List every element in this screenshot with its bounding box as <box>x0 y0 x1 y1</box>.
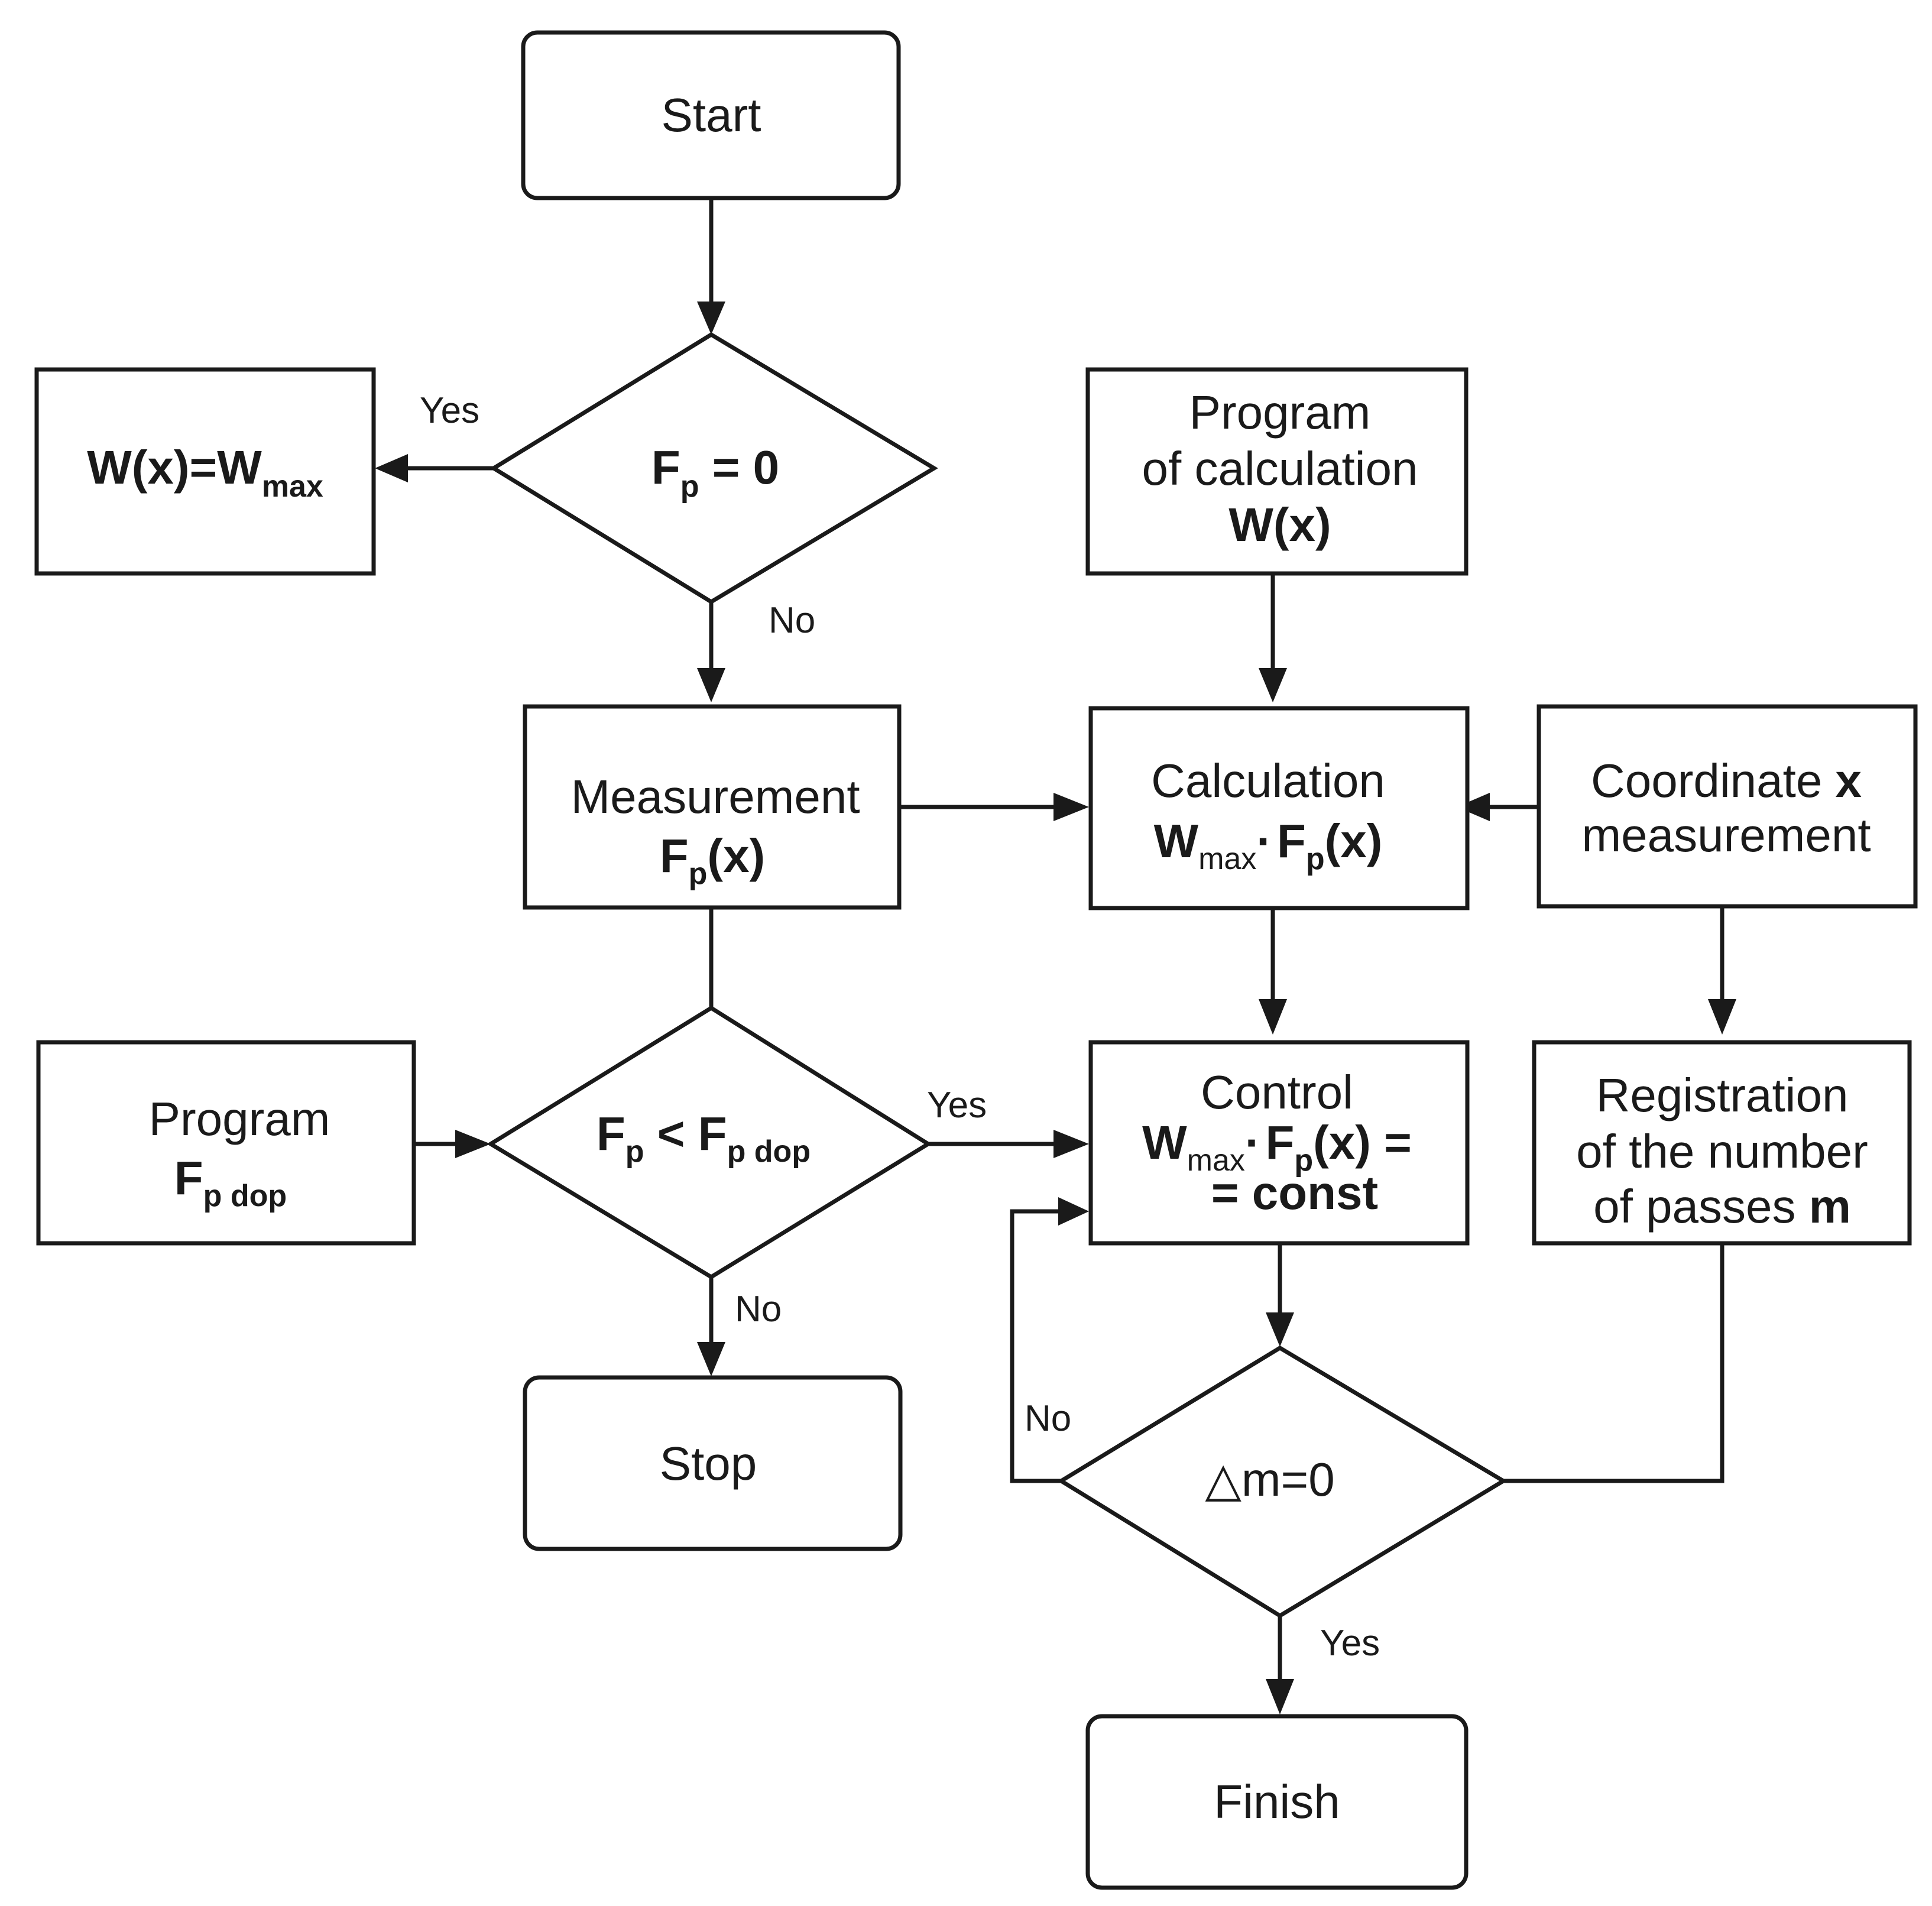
control-line1: Control <box>1201 1066 1353 1119</box>
arrowhead-right <box>455 1130 491 1158</box>
connector-registration-to-decision3 <box>1503 1243 1724 1483</box>
label-no-decision2: No <box>735 1289 782 1330</box>
start-label: Start <box>662 89 761 141</box>
control-line2: Wmax·Fp(x) = <box>1142 1116 1412 1178</box>
decision2-diamond <box>487 1005 932 1280</box>
arrowhead-left <box>375 454 408 482</box>
calculation-line2: Wmax·Fp(x) <box>1154 815 1383 876</box>
arrowhead-right <box>1053 1130 1089 1158</box>
program-calculation-line2: of calculation <box>1142 442 1418 495</box>
finish-node: Finish <box>1085 1714 1469 1890</box>
program-calculation-line3: W(x) <box>1228 498 1331 551</box>
measurement-box <box>523 704 902 910</box>
start-node: Start <box>521 30 901 200</box>
decision2-text: Fp < Fp dop <box>597 1107 811 1169</box>
arrowhead-down <box>697 302 725 335</box>
registration-node: Registration of the number of passes m <box>1532 1040 1912 1246</box>
coordinate-box <box>1536 704 1918 909</box>
arrowhead-left <box>1457 793 1490 821</box>
arrowhead-down <box>1259 668 1287 702</box>
decision-delta-m: △m=0 <box>1057 1345 1508 1619</box>
calculation-node: Calculation Wmax·Fp(x) <box>1088 706 1470 910</box>
decision-fp-zero: Fp = 0 <box>490 332 938 605</box>
decision3-text: △m=0 <box>1205 1453 1334 1506</box>
control-node: Control Wmax·Fp(x) = = const <box>1088 1040 1470 1246</box>
wmax-box <box>34 367 376 576</box>
decision1-text: Fp = 0 <box>651 441 779 504</box>
coordinate-line1: Coordinate x <box>1591 754 1862 807</box>
program-calculation-box <box>1085 367 1469 576</box>
stop-label: Stop <box>660 1437 757 1490</box>
program-fpdop-line2: Fp dop <box>174 1152 287 1213</box>
program-fpdop-line1: Program <box>149 1093 330 1145</box>
control-box <box>1088 1040 1470 1246</box>
stop-terminal <box>523 1375 903 1551</box>
control-line3: = const <box>1211 1166 1378 1219</box>
program-fpdop-box <box>36 1040 416 1246</box>
coordinate-line2: measurement <box>1581 809 1871 861</box>
arrowhead-right <box>1053 793 1089 821</box>
arrowhead-down <box>1266 1312 1294 1347</box>
program-calculation-node: Program of calculation W(x) <box>1085 367 1469 576</box>
registration-line1: Registration <box>1596 1069 1849 1121</box>
registration-box <box>1532 1040 1912 1246</box>
registration-line3: of passes m <box>1593 1180 1851 1233</box>
measurement-node: Measurement Fp(x) <box>523 704 902 910</box>
arrowhead-down <box>1708 999 1736 1035</box>
coordinate-node: Coordinate x measurement <box>1536 704 1918 909</box>
arrowhead-right <box>1058 1197 1089 1226</box>
label-no-decision3: No <box>1025 1398 1071 1439</box>
registration-line2: of the number <box>1576 1125 1868 1178</box>
connector-decision3-no-loop <box>1010 1209 1061 1483</box>
arrowhead-down <box>697 1342 725 1376</box>
start-terminal <box>521 30 901 200</box>
decision3-diamond <box>1057 1345 1508 1619</box>
label-yes-decision2: Yes <box>927 1085 987 1126</box>
finish-label: Finish <box>1214 1775 1340 1828</box>
arrowhead-down <box>697 668 725 702</box>
arrowhead-down <box>1259 999 1287 1035</box>
connectors <box>408 198 1724 1679</box>
program-fpdop-node: Program Fp dop <box>36 1040 416 1246</box>
calculation-box <box>1088 706 1470 910</box>
program-calculation-line1: Program <box>1189 386 1371 439</box>
arrowhead-down <box>1266 1679 1294 1714</box>
calculation-line1: Calculation <box>1151 754 1385 807</box>
measurement-line1: Measurement <box>570 770 860 823</box>
wmax-node: W(x)=Wmax <box>34 367 376 576</box>
arrowheads <box>375 302 1736 1714</box>
wmax-text: W(x)=Wmax <box>87 441 323 504</box>
decision-fp-lt-fpdop: Fp < Fp dop <box>487 1005 932 1280</box>
finish-terminal <box>1085 1714 1469 1890</box>
stop-node: Stop <box>523 1375 903 1551</box>
label-yes-decision3: Yes <box>1320 1623 1380 1664</box>
measurement-line2: Fp(x) <box>660 829 765 891</box>
edge-labels: Yes No Yes No No Yes <box>420 390 1380 1664</box>
label-no-decision1: No <box>769 600 815 641</box>
decision1-diamond <box>490 332 938 605</box>
label-yes-decision1: Yes <box>420 390 479 431</box>
